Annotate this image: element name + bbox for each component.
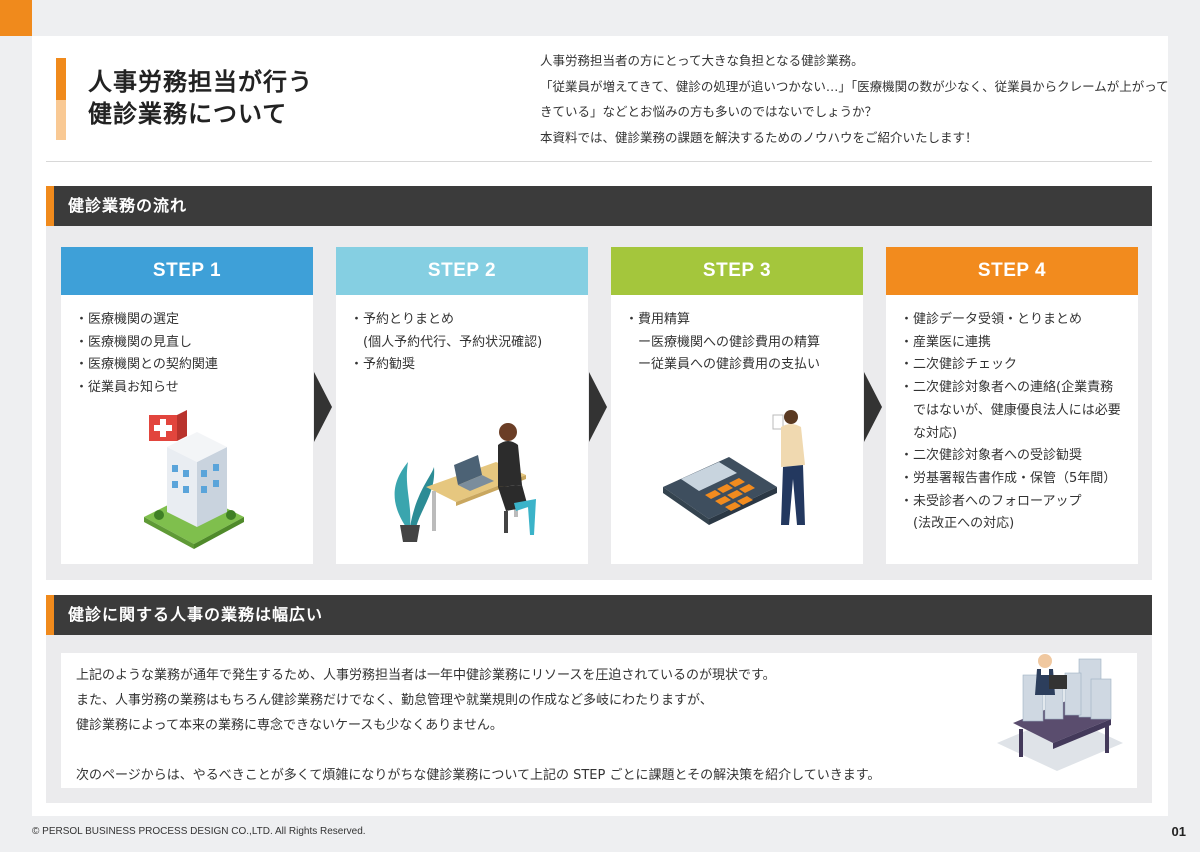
busy-worker-illustration <box>997 654 1123 771</box>
step-header: STEP 3 <box>611 247 863 295</box>
intro-line: 人事労務担当者の方にとって大きな負担となる健診業務。 <box>540 53 864 68</box>
step-list: ・医療機関の選定 ・医療機関の見直し ・医療機関との契約関連 ・従業員お知らせ <box>75 309 218 400</box>
list-item: ・医療機関との契約関連 <box>75 357 218 373</box>
step-card-4: STEP 4 ・健診データ受領・とりまとめ ・産業医に連携 ・二次健診チェック … <box>886 247 1138 564</box>
body-text: 上記のような業務が通年で発生するため、人事労務担当者は一年中健診業務にリソースを… <box>76 663 880 788</box>
list-item: ー医療機関への健診費用の精算 <box>625 334 821 350</box>
list-item: (法改正への対応) <box>900 516 1015 532</box>
step-list: ・費用精算 ー医療機関への健診費用の精算 ー従業員への健診費用の支払い <box>625 309 820 377</box>
calculator-illustration <box>663 410 805 525</box>
list-item: ・二次健診チェック <box>900 357 1018 373</box>
section-accent <box>46 595 54 635</box>
list-item: ・予約勧奨 <box>350 357 416 373</box>
section-header-scope: 健診に関する人事の業務は幅広い <box>46 595 1152 635</box>
list-item: ・健診データ受領・とりまとめ <box>900 312 1083 327</box>
list-item: ・未受診者へのフォローアップ <box>900 493 1082 509</box>
page-title-line1: 人事労務担当が行う <box>88 68 313 96</box>
list-item: ではないが、健康優良法人には必要 <box>900 402 1121 418</box>
body-line: 上記のような業務が通年で発生するため、人事労務担当者は一年中健診業務にリソースを… <box>76 668 776 683</box>
section-title: 健診業務の流れ <box>68 196 188 215</box>
arrow-right-icon <box>864 372 882 442</box>
divider <box>46 161 1152 162</box>
list-item: ー従業員への健診費用の支払い <box>625 357 821 373</box>
body-line: 次のページからは、やるべきことが多くて煩雑になりがちな健診業務について上記の S… <box>76 768 881 783</box>
list-item: ・医療機関の見直し <box>75 334 193 350</box>
step-card-2: STEP 2 ・予約とりまとめ (個人予約代行、予約状況確認) ・予約勧奨 <box>336 247 588 564</box>
intro-line: 「従業員が増えてきて、健診の処理が追いつかない…」「医療機関の数が少なく、従業員… <box>540 78 1169 94</box>
arrow-right-icon <box>314 372 332 442</box>
body-line: 健診業務によって本来の業務に専念できないケースも少なくありません。 <box>76 718 503 733</box>
step-card-3: STEP 3 ・費用精算 ー医療機関への健診費用の精算 ー従業員への健診費用の支… <box>611 247 863 564</box>
list-item: (個人予約代行、予約状況確認) <box>350 334 543 350</box>
corner-accent <box>0 0 32 36</box>
section-header-flow: 健診業務の流れ <box>46 186 1152 226</box>
step-header: STEP 1 <box>61 247 313 295</box>
bottom-text-box: 上記のような業務が通年で発生するため、人事労務担当者は一年中健診業務にリソースを… <box>61 653 1137 788</box>
page-title-line2: 健診業務について <box>88 100 288 128</box>
list-item: ・費用精算 <box>625 312 691 327</box>
body-line <box>76 738 880 763</box>
step-card-1: STEP 1 ・医療機関の選定 ・医療機関の見直し ・医療機関との契約関連 ・従… <box>61 247 313 564</box>
step-list: ・予約とりまとめ (個人予約代行、予約状況確認) ・予約勧奨 <box>350 309 542 377</box>
body-line: また、人事労務の業務はもちろん健診業務だけでなく、勤怠管理や就業規則の作成など多… <box>76 693 713 708</box>
list-item: ・二次健診対象者への受診勧奨 <box>900 448 1083 464</box>
title-accent-bar <box>56 58 66 100</box>
intro-line: 本資料では、健診業務の課題を解決するためのノウハウをご紹介いたします！ <box>540 129 978 145</box>
intro-text: 人事労務担当者の方にとって大きな負担となる健診業務。 「従業員が増えてきて、健診… <box>540 48 1169 150</box>
list-item: ・産業医に連携 <box>900 334 992 350</box>
list-item: な対応) <box>900 425 958 441</box>
section-accent <box>46 186 54 226</box>
list-item: ・二次健診対象者への連絡(企業責務 <box>900 380 1114 396</box>
step-list: ・健診データ受領・とりまとめ ・産業医に連携 ・二次健診チェック ・二次健診対象… <box>900 309 1121 536</box>
hospital-illustration <box>144 410 244 549</box>
list-item: ・予約とりまとめ <box>350 312 455 327</box>
list-item: ・医療機関の選定 <box>75 312 180 327</box>
footer-copyright: © PERSOL BUSINESS PROCESS DESIGN CO.,LTD… <box>32 826 366 837</box>
list-item: ・労基署報告書作成・保管（5年間） <box>900 470 1117 486</box>
page: 人事労務担当が行う 健診業務について 人事労務担当者の方にとって大きな負担となる… <box>32 36 1169 816</box>
intro-line: きている」などとお悩みの方も多いのではないでしょうか？ <box>540 104 878 119</box>
list-item: ・従業員お知らせ <box>75 380 179 396</box>
title-accent-bar-light <box>56 100 66 140</box>
page-title: 人事労務担当が行う 健診業務について <box>88 66 388 130</box>
step-header: STEP 4 <box>886 247 1138 295</box>
step-header: STEP 2 <box>336 247 588 295</box>
arrow-right-icon <box>589 372 607 442</box>
person-at-laptop-illustration <box>394 423 536 542</box>
page-number: 01 <box>1171 824 1186 839</box>
section-title: 健診に関する人事の業務は幅広い <box>68 605 324 624</box>
